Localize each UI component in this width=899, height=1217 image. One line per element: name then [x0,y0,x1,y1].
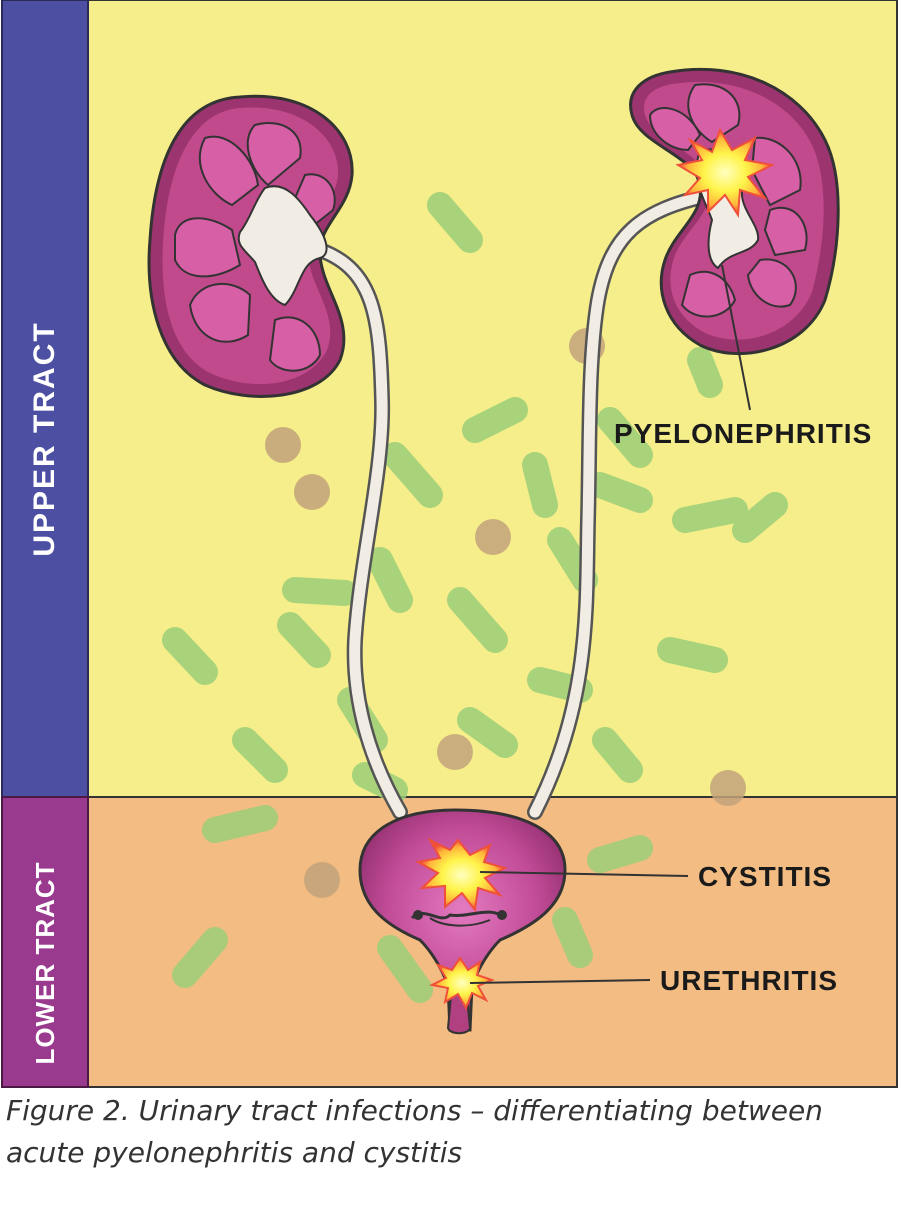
lower-tract-label: LOWER TRACT [30,861,60,1065]
urethritis-label: URETHRITIS [660,965,838,996]
left-kidney [147,94,354,398]
cystitis-burst [415,837,508,913]
upper-tract-bar [1,0,89,798]
cystitis-label: CYSTITIS [698,861,833,892]
urethritis-leader-line [469,979,651,984]
left-renal-pelvis [237,185,328,307]
right-kidney [629,67,840,356]
lower-tract-bar [1,796,89,1088]
urethritis-burst [428,956,495,1011]
pyelonephritis-burst [675,127,776,219]
figure-caption: Figure 2. Urinary tract infections – dif… [6,1094,823,1169]
pyelonephritis-leader-line [721,264,751,411]
bacteria-rods [162,192,788,1003]
pyelonephritis-label: PYELONEPHRITIS [614,418,873,449]
upper-tract-label: UPPER TRACT [28,321,61,557]
cystitis-leader-line [479,871,689,877]
urinary-tract-diagram [1,0,898,1088]
